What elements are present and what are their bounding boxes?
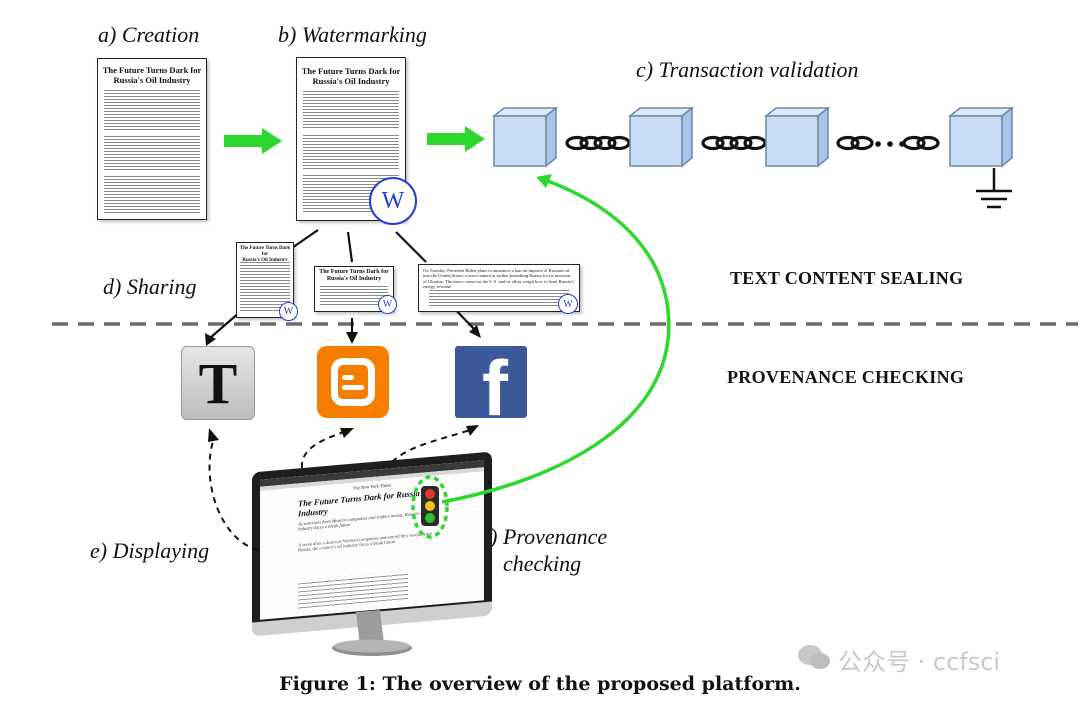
- shared-doc-nyt: The Future Turns Dark for Russia's Oil I…: [236, 242, 294, 318]
- label-transaction-validation: c) Transaction validation: [636, 57, 859, 82]
- brand-watermark: 公众号 · ccfsci: [838, 648, 1001, 676]
- shared2-title1: The Future Turns Dark for: [319, 269, 389, 275]
- wm-doc-title-line2: Russia's Oil Industry: [312, 76, 390, 86]
- wm-doc-title-line1: The Future Turns Dark for: [301, 66, 401, 76]
- blogger-logo: B: [317, 346, 389, 418]
- facebook-post-text: On Tuesday, President Biden plans to ann…: [423, 268, 574, 290]
- traffic-light-icon: [421, 486, 439, 526]
- watermark-badge-nyt: W: [279, 302, 298, 321]
- watermarked-document: The Future Turns Dark for Russia's Oil I…: [296, 57, 406, 221]
- shared1-title1: The Future Turns Dark for: [239, 246, 291, 257]
- green-arrow-watermark-to-chain: [427, 126, 485, 152]
- doc-title-line1: The Future Turns Dark for: [102, 65, 202, 75]
- doc-title-line2: Russia's Oil Industry: [113, 75, 191, 85]
- section-provenance-checking: PROVENANCE CHECKING: [727, 367, 965, 387]
- monitor-stand: [332, 610, 412, 656]
- green-arrow-creation-to-watermark: [224, 128, 282, 154]
- watermark-badge-facebook: W: [558, 294, 578, 314]
- label-sharing: d) Sharing: [103, 274, 197, 299]
- section-divider: [52, 322, 1078, 326]
- watermark-badge-main: W: [369, 177, 417, 225]
- shared2-title2: Russia's Oil Industry: [326, 276, 382, 282]
- label-provenance-line2: checking: [503, 551, 582, 576]
- nyt-logo: T: [181, 346, 255, 420]
- section-text-content-sealing: TEXT CONTENT SEALING: [730, 268, 964, 288]
- facebook-logo: f: [455, 346, 527, 418]
- original-document: The Future Turns Dark for Russia's Oil I…: [97, 58, 207, 220]
- label-creation: a) Creation: [98, 22, 200, 47]
- shared1-title2: Russia's Oil Industry: [237, 258, 293, 264]
- label-provenance-line1: f) Provenance: [484, 524, 608, 549]
- nyt-logo-glyph: T: [198, 350, 238, 416]
- facebook-logo-glyph: f: [482, 346, 508, 418]
- wechat-icon: [798, 645, 830, 669]
- watermark-badge-blog: W: [378, 295, 397, 314]
- blockchain: [493, 107, 1013, 209]
- label-displaying: e) Displaying: [90, 538, 210, 563]
- figure-caption: Figure 1: The overview of the proposed p…: [279, 673, 801, 695]
- shared-doc-blog: The Future Turns Dark for Russia's Oil I…: [314, 266, 394, 312]
- shared-doc-facebook: On Tuesday, President Biden plans to ann…: [418, 264, 580, 312]
- label-watermarking: b) Watermarking: [278, 22, 427, 47]
